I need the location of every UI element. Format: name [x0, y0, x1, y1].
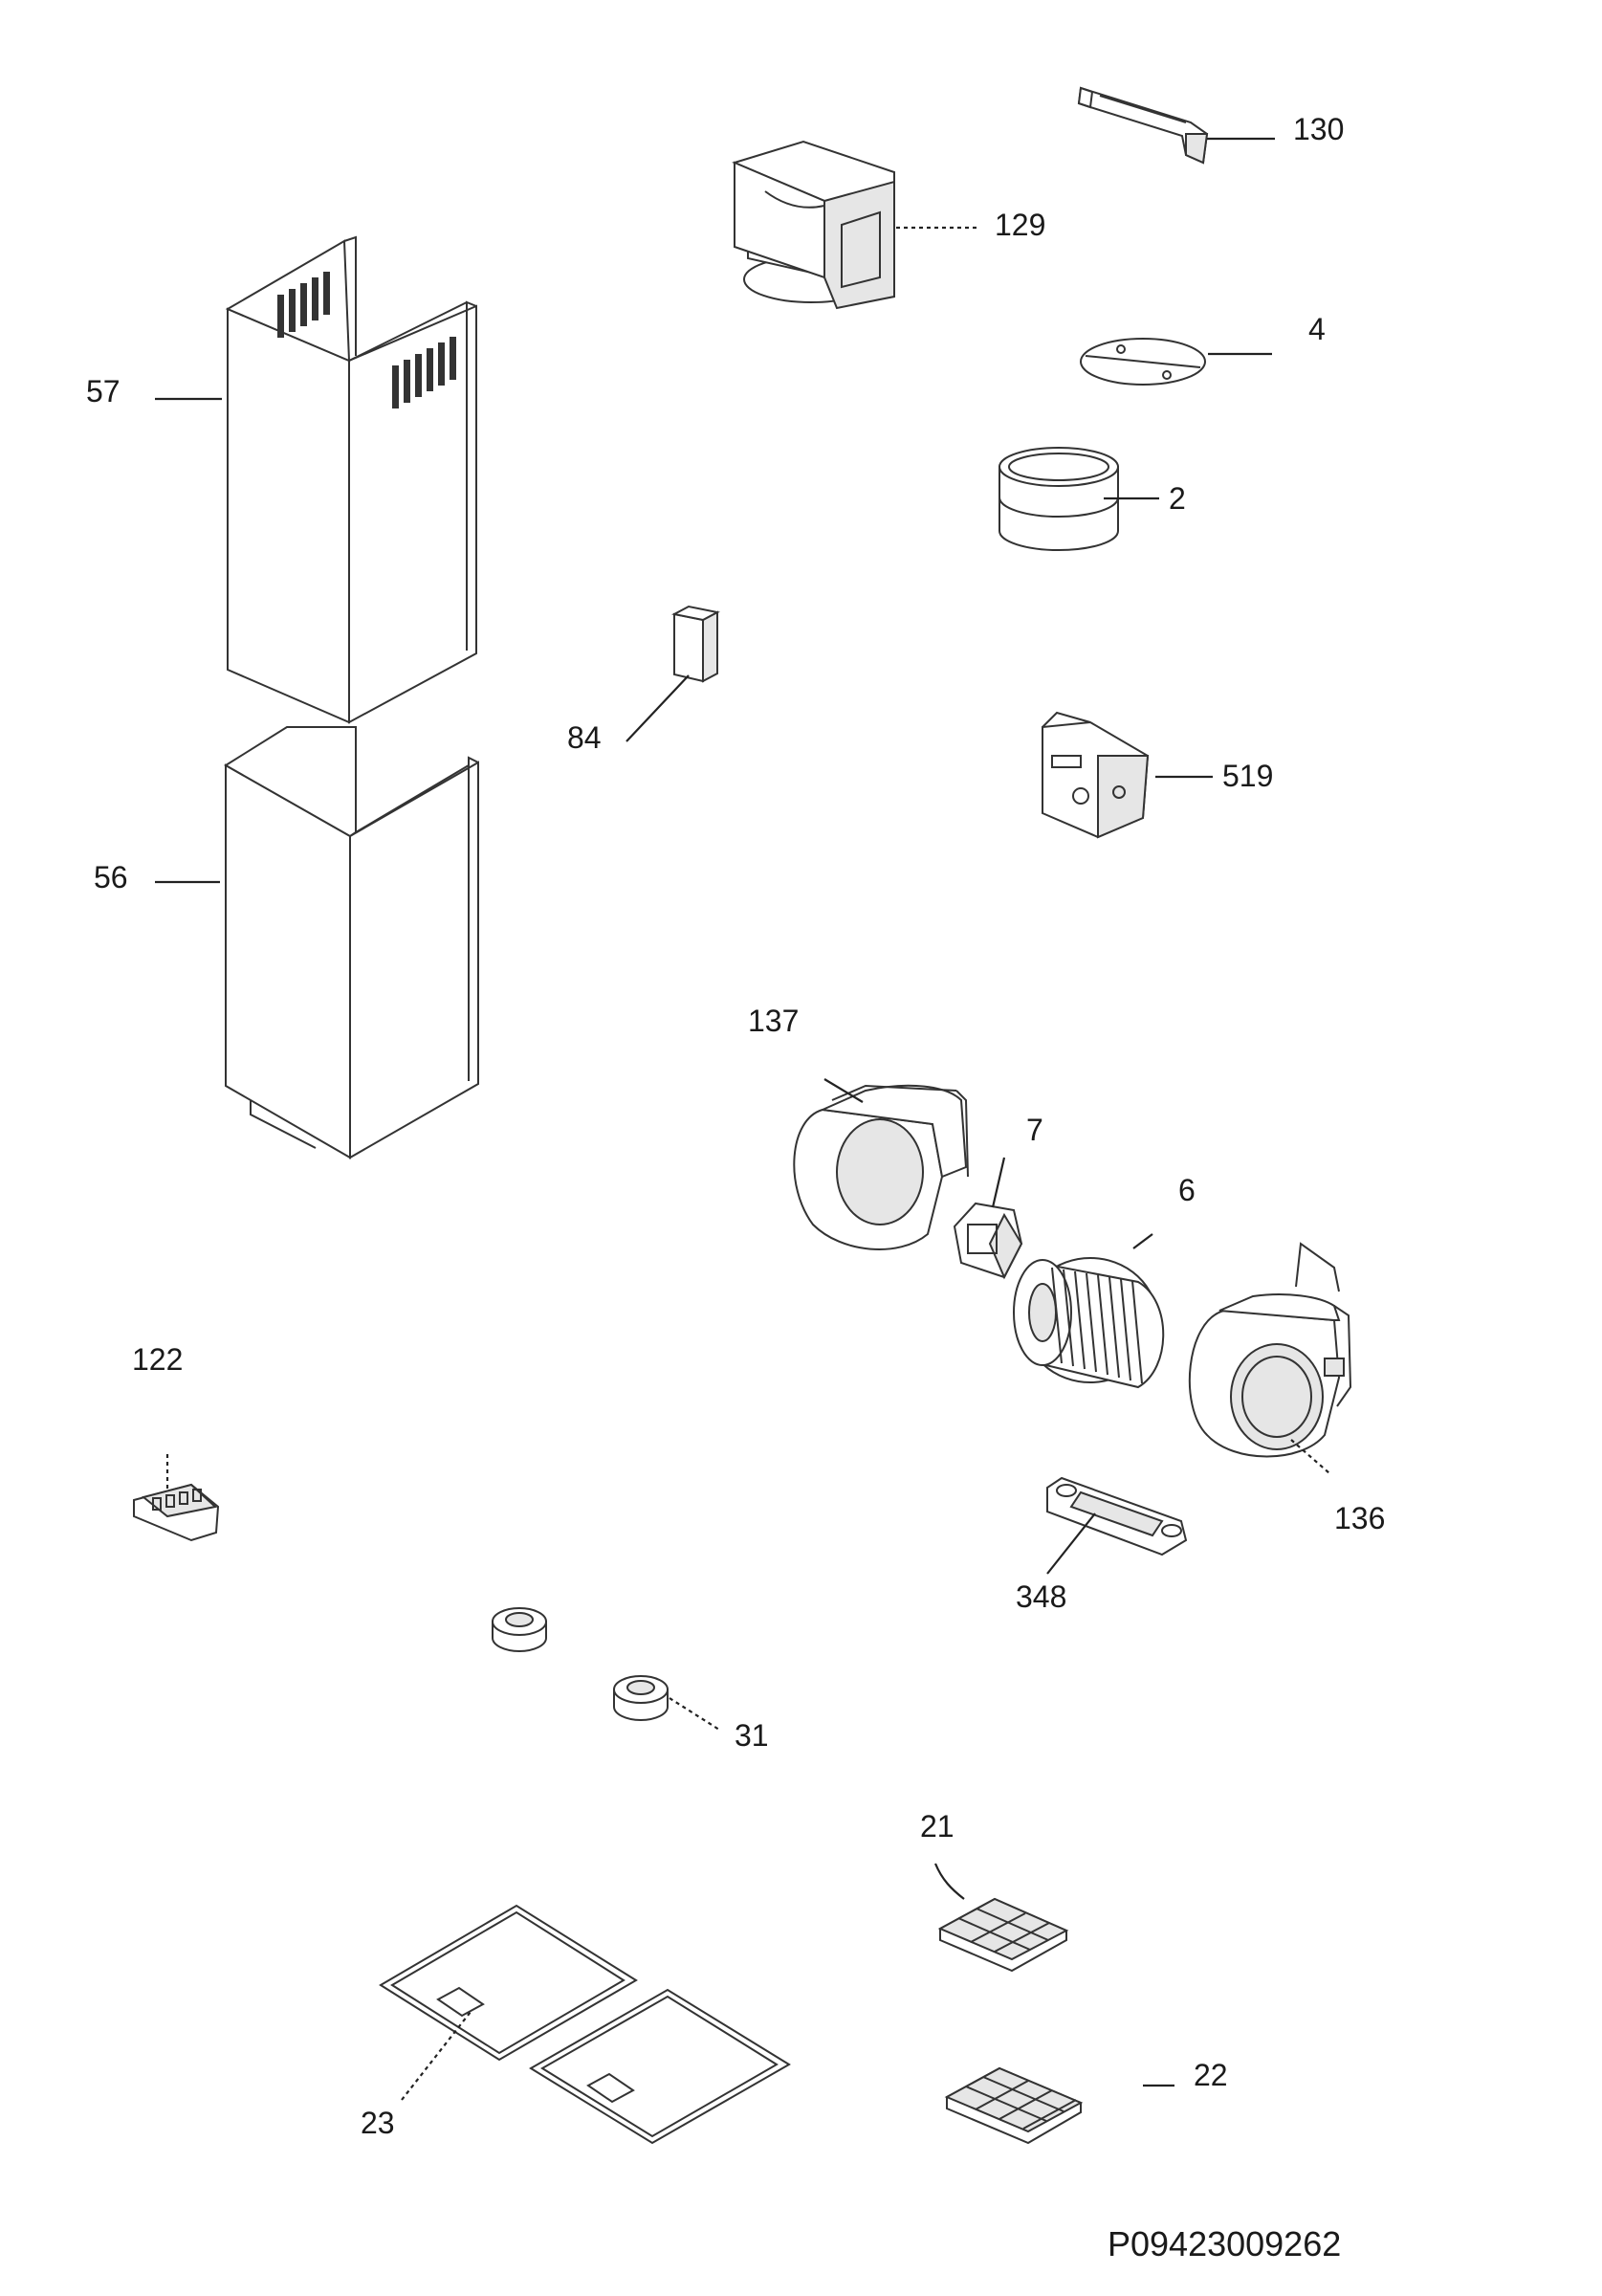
reference-code: P09423009262: [1108, 2224, 1341, 2263]
label-136: 136: [1334, 1501, 1385, 1535]
label-31: 31: [735, 1718, 769, 1753]
part-31-knobs[interactable]: [492, 1607, 720, 1731]
label-4: 4: [1308, 312, 1326, 346]
label-21: 21: [920, 1809, 955, 1843]
label-22: 22: [1194, 2058, 1228, 2092]
part-21-carbon-filter[interactable]: [933, 1863, 1069, 1973]
label-129: 129: [995, 208, 1045, 242]
part-84-component[interactable]: [625, 605, 720, 742]
label-6: 6: [1178, 1173, 1196, 1207]
label-137: 137: [748, 1004, 799, 1038]
label-130: 130: [1293, 112, 1344, 146]
part-137-blower-housing[interactable]: [793, 1078, 969, 1250]
part-4-flap-disc[interactable]: [1080, 338, 1272, 386]
part-122-switch-block[interactable]: [133, 1454, 220, 1542]
part-labels: 130 129 4 2 57 84 519 56 137 7 6 122 136…: [86, 112, 1385, 2140]
label-56: 56: [94, 860, 128, 894]
part-6-fan-wheel[interactable]: [1013, 1233, 1165, 1389]
part-136-blower-housing[interactable]: [1188, 1242, 1352, 1474]
part-23-grease-filters[interactable]: [379, 1904, 791, 2145]
part-129-air-diverter[interactable]: [732, 140, 980, 310]
part-348-lamp-holder[interactable]: [1046, 1476, 1188, 1575]
label-84: 84: [567, 720, 602, 755]
label-519: 519: [1222, 759, 1273, 793]
label-122: 122: [132, 1342, 183, 1377]
part-2-duct-collar[interactable]: [999, 447, 1159, 551]
part-7-motor[interactable]: [953, 1157, 1023, 1280]
label-2: 2: [1169, 481, 1186, 516]
label-23: 23: [361, 2106, 395, 2140]
label-57: 57: [86, 374, 121, 408]
label-7: 7: [1026, 1113, 1043, 1147]
part-57-upper-chimney[interactable]: [155, 235, 477, 724]
part-22-carbon-filter[interactable]: [944, 2066, 1174, 2145]
part-56-lower-chimney[interactable]: [155, 726, 479, 1159]
part-130-bracket[interactable]: [1077, 86, 1275, 165]
label-348: 348: [1016, 1579, 1066, 1614]
part-519-control-box[interactable]: [1042, 711, 1213, 839]
